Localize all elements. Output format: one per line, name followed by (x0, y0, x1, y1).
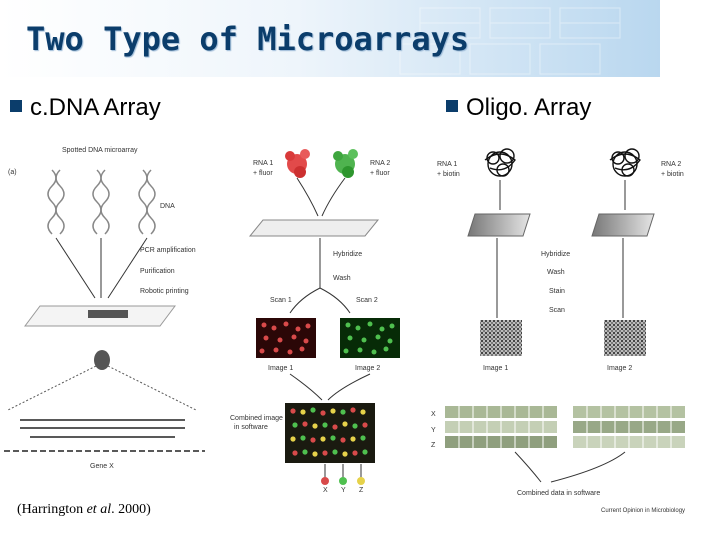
oligo-chip-2 (592, 214, 654, 236)
title-bar: Two Type of Microarrays (0, 0, 660, 77)
step-printing: Robotic printing (140, 288, 189, 295)
oligo-combine-arrows (515, 452, 625, 482)
spot-zoom-icon (94, 350, 110, 370)
cdna-combined-1: Combined image (230, 415, 283, 422)
oligo-row-z: Z (431, 442, 436, 449)
cdna-image2: Image 2 (355, 365, 380, 372)
oligo-probe-grid-right (573, 406, 685, 448)
oligo-hybridize: Hybridize (541, 251, 570, 258)
oligo-image2-label: Image 2 (607, 365, 632, 372)
oligo-probe-grid-left (445, 406, 557, 448)
journal-label: Current Opinion in Microbiology (601, 508, 685, 514)
cdna-slide (250, 220, 378, 236)
cdna-fluor2: + fluor (370, 170, 390, 177)
oligo-image2 (604, 320, 646, 356)
cdna-fluor1: + fluor (253, 170, 273, 177)
bullet-cdna: c.DNA Array (10, 94, 161, 122)
square-bullet-icon (446, 100, 458, 112)
step-purification: Purification (140, 268, 175, 275)
spotted-title: Spotted DNA microarray (62, 147, 138, 154)
gene-label: Gene X (90, 463, 114, 470)
oligo-step-arrows (497, 238, 623, 318)
oligo-biotin2: + biotin (661, 171, 684, 178)
credit-etal: et al (87, 502, 112, 517)
dna-label: DNA (160, 203, 175, 210)
oligo-figure: RNA 1 + biotin RNA 2 + biotin Hybridize … (425, 140, 715, 520)
oligo-rna1: RNA 1 (437, 161, 457, 168)
oligo-rna2-icon (610, 149, 640, 176)
printed-spots (88, 310, 128, 318)
credit-citation: (Harrington et al. 2000) (17, 502, 151, 518)
panel-label: (a) (8, 169, 17, 176)
cdna-image1: Image 1 (268, 365, 293, 372)
cdna-rna1: RNA 1 (253, 160, 273, 167)
oligo-row-x: X (431, 411, 436, 418)
credit-authors: (Harrington (17, 502, 83, 517)
cdna-scan1: Scan 1 (270, 297, 292, 304)
dot-y (339, 477, 347, 485)
bullet-oligo: Oligo. Array (446, 94, 591, 122)
oligo-scan: Scan (549, 307, 565, 314)
oligo-wash: Wash (547, 269, 565, 276)
oligo-combined: Combined data in software (517, 490, 600, 497)
cdna-hybridize: Hybridize (333, 251, 362, 258)
oligo-chip-1 (468, 214, 530, 236)
oligo-rna2: RNA 2 (661, 161, 681, 168)
oligo-image1 (480, 320, 522, 356)
oligo-biotin1: + biotin (437, 171, 460, 178)
dot-z (357, 477, 365, 485)
credit-year: . 2000) (111, 502, 151, 517)
dot-label-z: Z (359, 487, 364, 494)
bullet-oligo-label: Oligo. Array (466, 94, 591, 121)
dot-label-y: Y (341, 487, 346, 494)
cdna-scan2: Scan 2 (356, 297, 378, 304)
square-bullet-icon (10, 100, 22, 112)
step-pcr: PCR amplification (140, 247, 196, 254)
cdna-rna2: RNA 2 (370, 160, 390, 167)
dot-label-x: X (323, 487, 328, 494)
bullet-cdna-label: c.DNA Array (30, 94, 161, 121)
oligo-rna1-icon (485, 149, 515, 176)
oligo-image1-label: Image 1 (483, 365, 508, 372)
cdna-wash: Wash (333, 275, 351, 282)
slide-title: Two Type of Microarrays (26, 20, 469, 58)
oligo-row-y: Y (431, 427, 436, 434)
cdna-combined-2: in software (234, 424, 268, 431)
cdna-figure: (a) Spotted DNA microarray DNA PCR ampli… (0, 138, 420, 498)
dot-x (321, 477, 329, 485)
oligo-stain: Stain (549, 288, 565, 295)
